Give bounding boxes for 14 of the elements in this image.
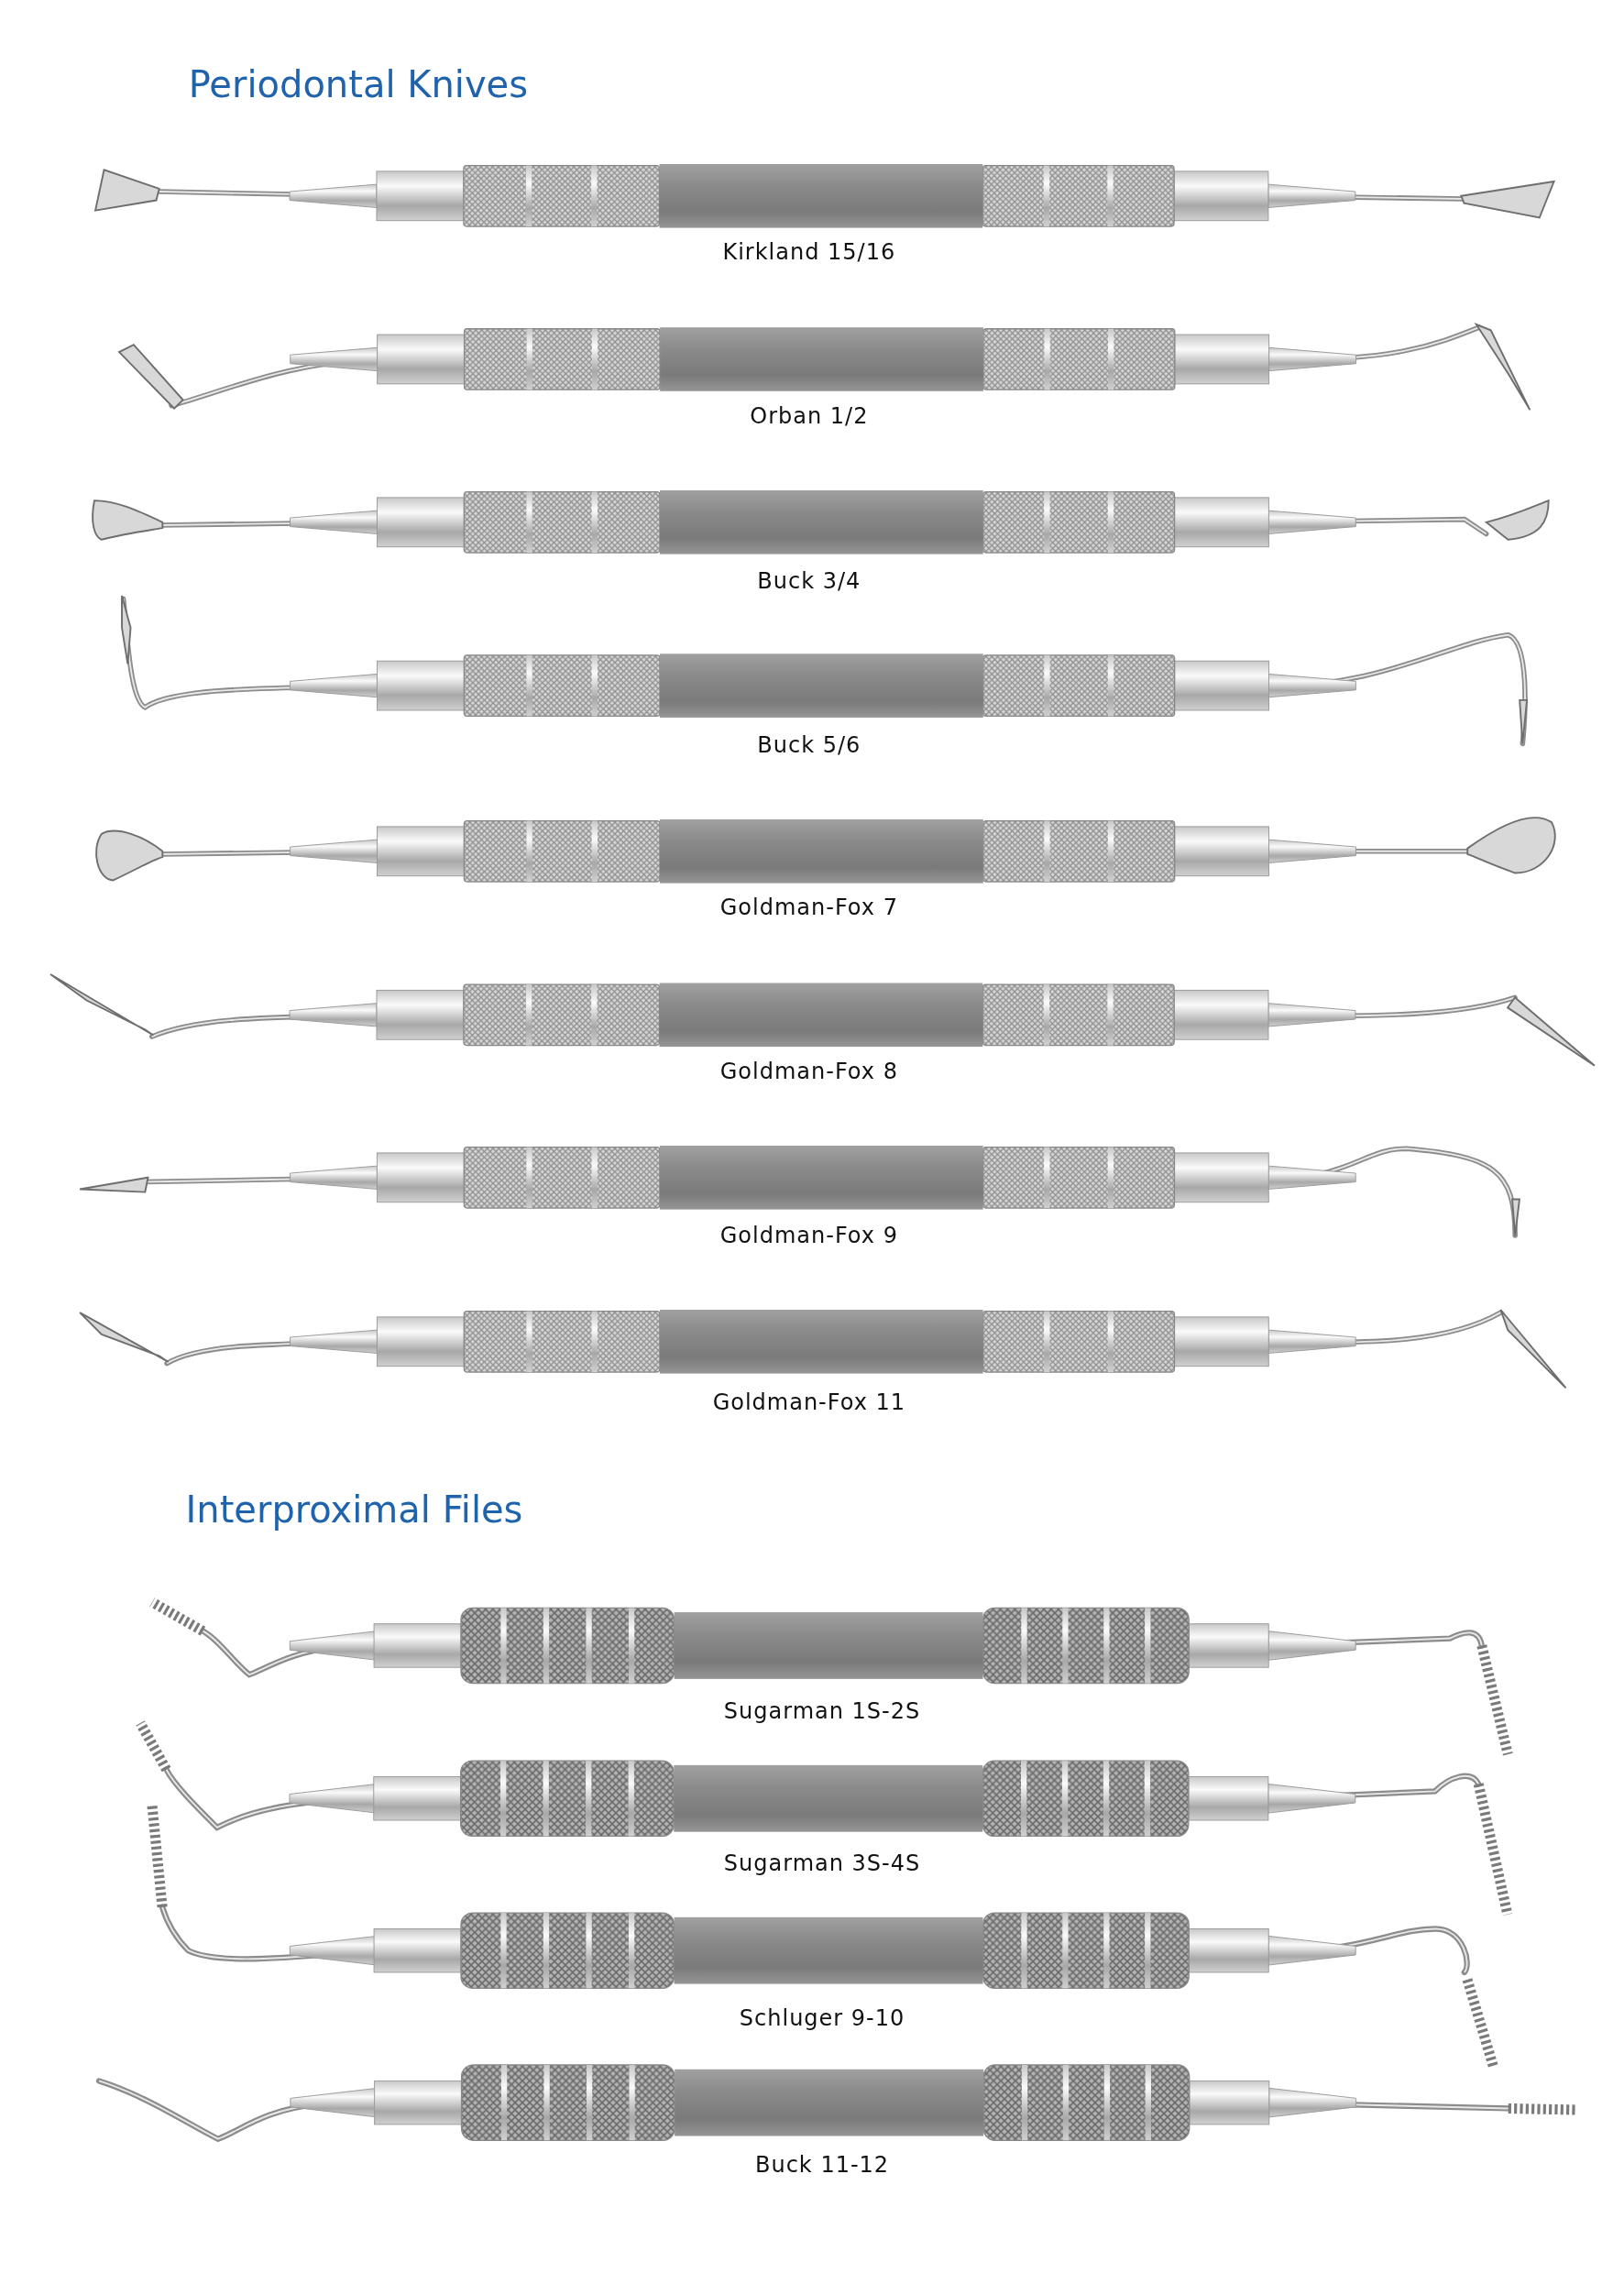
instrument-caption: Goldman-Fox 11 (712, 1389, 906, 1415)
instrument-caption: Buck 5/6 (757, 732, 861, 759)
instrument-caption: Buck 11-12 (755, 2152, 890, 2179)
instrument-caption: Goldman-Fox 8 (719, 1059, 898, 1085)
instrument-caption: Kirkland 15/16 (722, 239, 896, 266)
instrument-caption: Sugarman 1S-2S (723, 1697, 921, 1724)
instrument-caption: Sugarman 3S-4S (723, 1850, 921, 1877)
section-heading: Periodontal Knives (188, 62, 529, 105)
instrument-caption: Goldman-Fox 9 (719, 1223, 898, 1248)
instrument-caption: Schluger 9-10 (739, 2005, 905, 2032)
instrument-caption: Buck 3/4 (757, 568, 861, 595)
section-heading: Interproximal Files (185, 1488, 523, 1531)
instrument-caption: Orban 1/2 (750, 403, 869, 430)
instrument-caption: Goldman-Fox 7 (719, 895, 898, 921)
